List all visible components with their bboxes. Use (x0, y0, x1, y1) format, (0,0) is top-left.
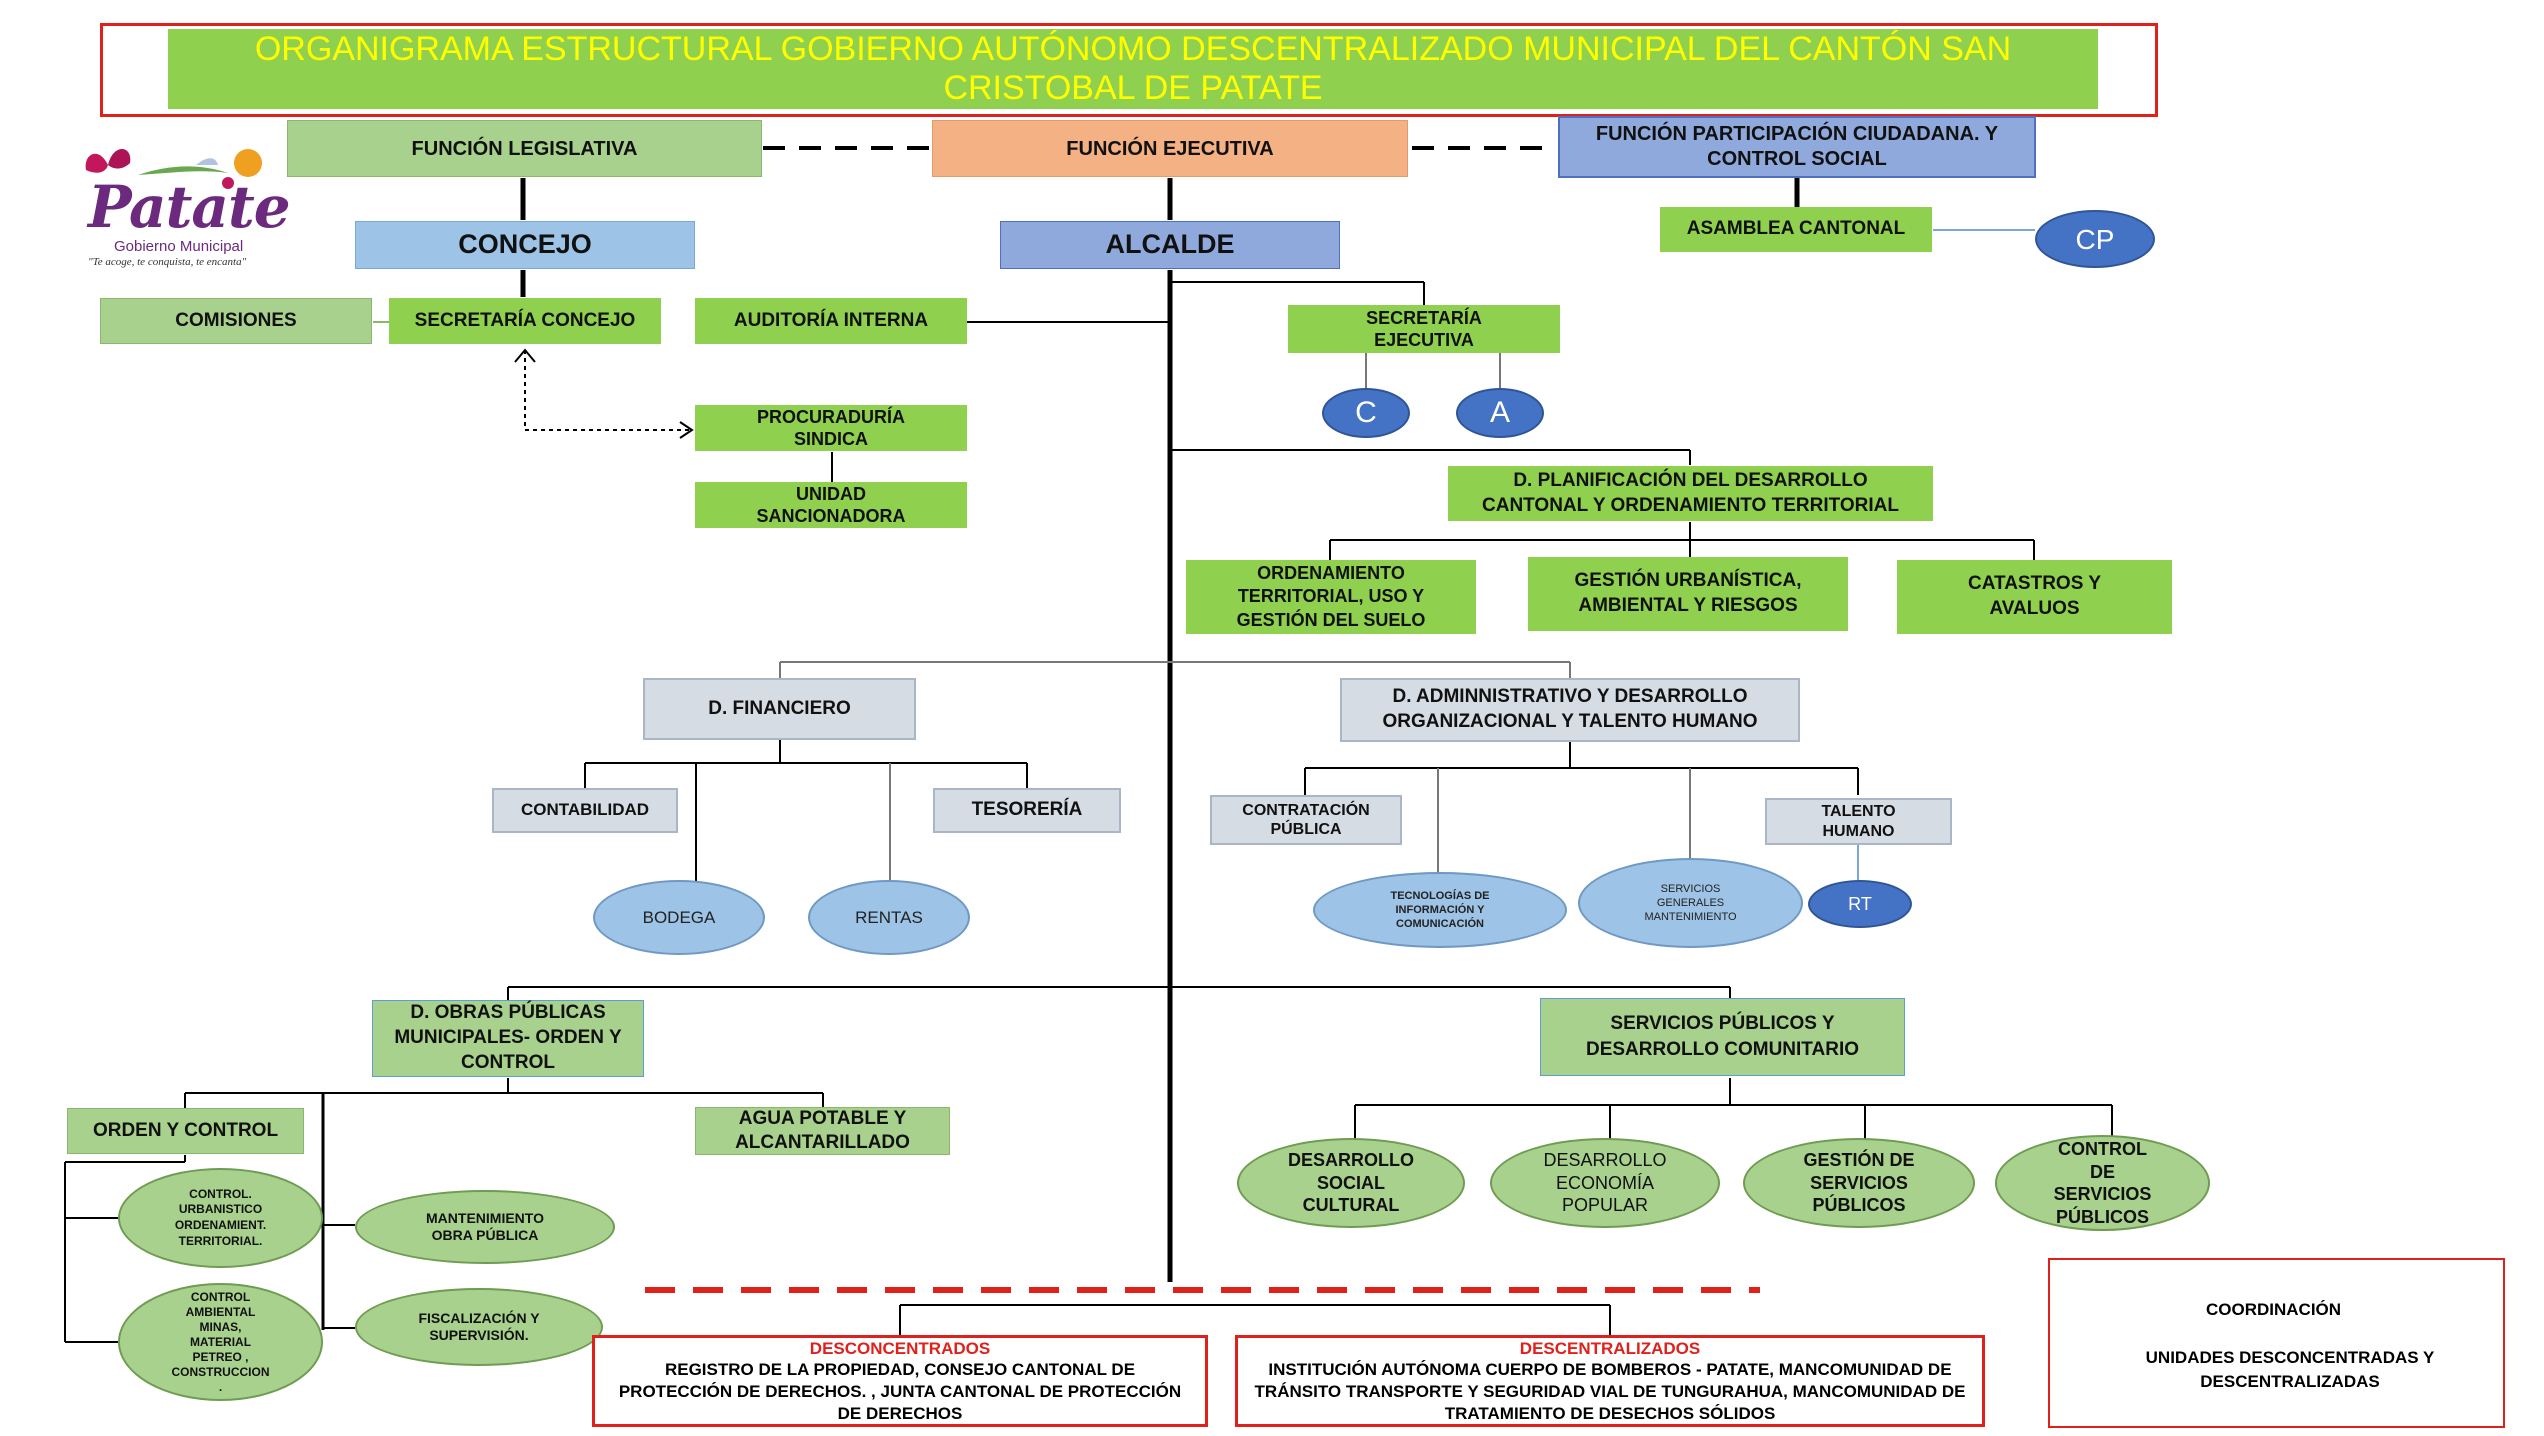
d-financiero: D. FINANCIERO (643, 678, 916, 740)
descentralizados-title: DESCENTRALIZADOS (1519, 1339, 1701, 1358)
rentas: RENTAS (808, 880, 970, 955)
logo-slogan: "Te acoge, te conquista, te encanta" (88, 256, 247, 268)
secretaria-concejo: SECRETARÍA CONCEJO (389, 298, 661, 344)
fiscalizacion: FISCALIZACIÓN Y SUPERVISIÓN. (355, 1288, 603, 1366)
catastros-avaluos: CATASTROS Y AVALUOS (1897, 560, 2172, 634)
funcion-ejecutiva: FUNCIÓN EJECUTIVA (932, 120, 1408, 177)
bodega: BODEGA (593, 880, 765, 955)
tecnologias-informacion: TECNOLOGÍAS DE INFORMACIÓN Y COMUNICACIÓ… (1313, 872, 1567, 948)
logo-name: Patate (88, 173, 291, 241)
control-urbanistico: CONTROL. URBANISTICO ORDENAMIENT. TERRIT… (118, 1168, 323, 1268)
contratacion-publica: CONTRATACIÓN PÚBLICA (1210, 795, 1402, 845)
desarrollo-social: DESARROLLO SOCIAL CULTURAL (1237, 1138, 1465, 1228)
d-planificacion: D. PLANIFICACIÓN DEL DESARROLLO CANTONAL… (1448, 466, 1933, 521)
patate-logo: Patate Gobierno Municipal "Te acoge, te … (78, 135, 291, 268)
legend-unidades: UNIDADES DESCONCENTRADAS Y DESCENTRALIZA… (2145, 1348, 2435, 1391)
concejo: CONCEJO (355, 221, 695, 269)
funcion-participacion: FUNCIÓN PARTICIPACIÓN CIUDADANA. Y CONTR… (1558, 116, 2036, 178)
control-servicios: CONTROL DE SERVICIOS PÚBLICOS (1995, 1135, 2210, 1231)
procuraduria-sindica: PROCURADURÍA SINDICA (695, 405, 967, 451)
d-obras-publicas: D. OBRAS PÚBLICAS MUNICIPALES- ORDEN Y C… (372, 1000, 644, 1077)
ordenamiento-territorial: ORDENAMIENTO TERRITORIAL, USO Y GESTIÓN … (1186, 560, 1476, 634)
rt-node: RT (1808, 880, 1912, 928)
desconcentrados-title: DESCONCENTRADOS (809, 1339, 991, 1358)
auditoria-interna: AUDITORÍA INTERNA (695, 298, 967, 344)
mantenimiento-obra: MANTENIMIENTO OBRA PÚBLICA (355, 1190, 615, 1264)
contabilidad: CONTABILIDAD (492, 788, 678, 833)
funcion-legislativa: FUNCIÓN LEGISLATIVA (287, 120, 762, 177)
logo-graphic (85, 149, 262, 189)
d-administrativo: D. ADMINNISTRATIVO Y DESARROLLO ORGANIZA… (1340, 678, 1800, 742)
alcalde: ALCALDE (1000, 221, 1340, 269)
desconcentrados-box: DESCONCENTRADOS REGISTRO DE LA PROPIEDAD… (592, 1335, 1208, 1427)
servicios-publicos: SERVICIOS PÚBLICOS Y DESARROLLO COMUNITA… (1540, 998, 1905, 1076)
a-node: A (1456, 388, 1544, 438)
secretaria-ejecutiva: SECRETARÍA EJECUTIVA (1288, 305, 1560, 353)
orden-control: ORDEN Y CONTROL (67, 1108, 304, 1154)
desconcentrados-text: REGISTRO DE LA PROPIEDAD, CONSEJO CANTON… (618, 1360, 1182, 1424)
talento-humano: TALENTO HUMANO (1765, 798, 1952, 845)
c-node: C (1322, 388, 1410, 438)
page-title: ORGANIGRAMA ESTRUCTURAL GOBIERNO AUTÓNOM… (168, 29, 2098, 109)
tesoreria: TESORERÍA (933, 788, 1121, 833)
cp-node: CP (2035, 210, 2155, 268)
descentralizados-box: DESCENTRALIZADOS INSTITUCIÓN AUTÓNOMA CU… (1235, 1335, 1985, 1427)
logo-subtitle: Gobierno Municipal (114, 238, 244, 255)
agua-potable: AGUA POTABLE Y ALCANTARILLADO (695, 1107, 950, 1155)
control-ambiental: CONTROL AMBIENTAL MINAS, MATERIAL PETREO… (118, 1283, 323, 1401)
legend-coordinacion: COORDINACIÓN (2206, 1300, 2342, 1319)
desarrollo-economia: DESARROLLO ECONOMÍA POPULAR (1490, 1138, 1720, 1228)
asamblea-cantonal: ASAMBLEA CANTONAL (1660, 207, 1932, 252)
comisiones: COMISIONES (100, 298, 372, 344)
gestion-urbanistica: GESTIÓN URBANÍSTICA, AMBIENTAL Y RIESGOS (1528, 557, 1848, 631)
unidad-sancionadora: UNIDAD SANCIONADORA (695, 482, 967, 528)
legend-box (2048, 1258, 2505, 1428)
gestion-servicios: GESTIÓN DE SERVICIOS PÚBLICOS (1743, 1138, 1975, 1228)
servicios-generales: SERVICIOS GENERALES MANTENIMIENTO (1578, 858, 1803, 948)
descentralizados-text: INSTITUCIÓN AUTÓNOMA CUERPO DE BOMBEROS … (1254, 1360, 1966, 1424)
